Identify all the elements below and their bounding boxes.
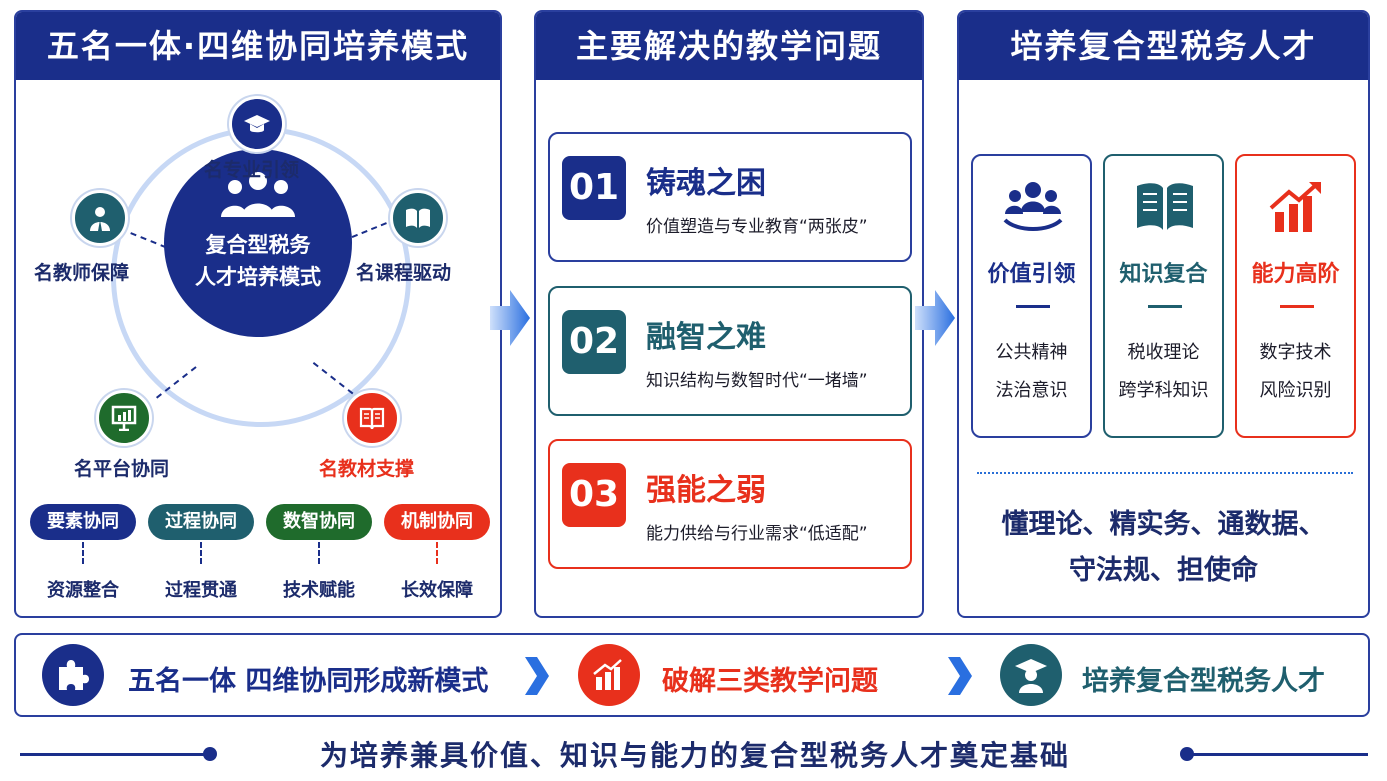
pill-sub-process: 过程贯通 xyxy=(165,580,237,601)
arrow-right-icon xyxy=(915,290,955,346)
pill-sub-tech: 技术赋能 xyxy=(283,580,355,601)
hub-circle: 复合型税务 人才培养模式 xyxy=(164,149,352,337)
pill-connector xyxy=(200,542,202,564)
open-book-icon xyxy=(359,407,385,430)
growth-chart-icon xyxy=(1269,182,1321,232)
chart-circle xyxy=(578,644,640,706)
book-icon xyxy=(406,208,430,228)
problems-panel: 主要解决的教学问题 01 铸魂之困 价值塑造与专业教育“两张皮” 02 融智之难… xyxy=(534,10,924,618)
problem-card-3: 03 强能之弱 能力供给与行业需求“低适配” xyxy=(548,439,912,569)
pill-connector xyxy=(82,542,84,564)
graduate-circle xyxy=(1000,644,1062,706)
problem-desc: 价值塑造与专业教育“两张皮” xyxy=(646,217,868,237)
arrow-right-icon xyxy=(490,290,530,346)
graduation-cap-icon xyxy=(244,115,270,133)
chevron-right-icon xyxy=(948,657,972,695)
presentation-board-icon xyxy=(111,405,137,431)
flow-step1-text: 五名一体 四维协同形成新模式 xyxy=(128,666,489,697)
footer-dot-left xyxy=(203,747,217,761)
problem-number: 01 xyxy=(562,156,626,220)
model-panel-title: 五名一体·四维协同培养模式 xyxy=(16,12,500,80)
node-label-specialty: 名专业引领 xyxy=(204,159,300,181)
book-icon xyxy=(1137,183,1193,230)
pill-connector xyxy=(318,542,320,564)
pill-sub-resource: 资源整合 xyxy=(47,580,119,601)
flow-bar: 五名一体 四维协同形成新模式 破解三类教学问题 培养复合型税务人才 xyxy=(14,633,1370,717)
knowledge-card: 知识复合 税收理论 跨学科知识 xyxy=(1103,154,1224,438)
knowledge-card-line1: 税收理论 xyxy=(1127,342,1200,363)
value-card: 价值引领 公共精神 法治意识 xyxy=(971,154,1092,438)
footer-line-right xyxy=(1190,753,1368,756)
talent-panel-title: 培养复合型税务人才 xyxy=(959,12,1368,80)
problem-title: 融智之难 xyxy=(646,320,766,355)
hub-title-line1: 复合型税务 xyxy=(205,233,311,257)
flow-step2-text: 破解三类教学问题 xyxy=(662,666,878,697)
presentation-board-node xyxy=(96,390,152,446)
footer-caption: 为培养兼具价值、知识与能力的复合型税务人才奠定基础 xyxy=(319,739,1070,772)
pill-digital-synergy: 数智协同 xyxy=(266,504,372,540)
problem-card-1: 01 铸魂之困 价值塑造与专业教育“两张皮” xyxy=(548,132,912,262)
graduation-cap-node xyxy=(229,96,285,152)
teacher-node xyxy=(72,190,128,246)
pill-process-synergy: 过程协同 xyxy=(148,504,254,540)
value-card-line1: 公共精神 xyxy=(995,342,1068,363)
problem-number: 03 xyxy=(562,463,626,527)
model-panel: 五名一体·四维协同培养模式 复合型税务 人才培养模式 名专业引领 xyxy=(14,10,502,618)
problem-desc: 知识结构与数智时代“一堵墙” xyxy=(646,371,868,391)
pill-mechanism-synergy: 机制协同 xyxy=(384,504,490,540)
node-label-platform: 名平台协同 xyxy=(74,458,170,480)
dotted-divider xyxy=(977,472,1353,474)
divider xyxy=(1148,305,1182,308)
book-node xyxy=(390,190,446,246)
value-card-line2: 法治意识 xyxy=(995,380,1068,401)
group-people-icon xyxy=(221,172,295,217)
pill-element-synergy: 要素协同 xyxy=(30,504,136,540)
hub-title-line2: 人才培养模式 xyxy=(195,265,321,289)
problem-title: 铸魂之困 xyxy=(646,166,766,201)
problem-desc: 能力供给与行业需求“低适配” xyxy=(646,524,868,544)
ability-card: 能力高阶 数字技术 风险识别 xyxy=(1235,154,1356,438)
ability-card-line2: 风险识别 xyxy=(1259,380,1332,401)
knowledge-card-line2: 跨学科知识 xyxy=(1118,380,1209,401)
node-label-textbook: 名教材支撑 xyxy=(319,458,415,480)
graduate-icon xyxy=(1015,659,1047,693)
puzzle-icon xyxy=(59,660,89,690)
open-book-node xyxy=(344,390,400,446)
synergy-pills: 要素协同 资源整合 过程协同 过程贯通 数智协同 技术赋能 机制协同 长效保障 xyxy=(30,504,490,614)
divider xyxy=(1280,305,1314,308)
problem-card-2: 02 融智之难 知识结构与数智时代“一堵墙” xyxy=(548,286,912,416)
ability-card-line1: 数字技术 xyxy=(1259,342,1332,363)
chevron-right-icon xyxy=(525,657,549,695)
problems-panel-title: 主要解决的教学问题 xyxy=(536,12,922,80)
summary-line1: 懂理论、精实务、通数据、 xyxy=(1001,509,1326,540)
divider xyxy=(1016,305,1050,308)
footer-dot-right xyxy=(1180,747,1194,761)
problem-title: 强能之弱 xyxy=(646,473,766,508)
node-label-course: 名课程驱动 xyxy=(356,262,452,284)
footer-line-left xyxy=(20,753,210,756)
problem-number: 02 xyxy=(562,310,626,374)
flow-step3-text: 培养复合型税务人才 xyxy=(1082,666,1325,697)
talent-summary: 懂理论、精实务、通数据、 守法规、担使命 xyxy=(959,502,1368,594)
talent-panel: 培养复合型税务人才 价值引领 公共精神 法治意识 知识复合 税收理论 跨学科知识 xyxy=(957,10,1370,618)
ability-card-title: 能力高阶 xyxy=(1251,262,1340,287)
value-card-title: 价值引领 xyxy=(987,262,1076,287)
growth-chart-icon xyxy=(593,659,622,690)
summary-line2: 守法规、担使命 xyxy=(1069,555,1258,586)
knowledge-card-title: 知识复合 xyxy=(1119,262,1208,287)
teacher-icon xyxy=(90,207,110,231)
puzzle-circle xyxy=(42,644,104,706)
team-icon xyxy=(1003,182,1063,231)
pill-sub-longterm: 长效保障 xyxy=(401,580,473,601)
pill-connector xyxy=(436,542,438,564)
node-label-teacher: 名教师保障 xyxy=(34,262,130,284)
